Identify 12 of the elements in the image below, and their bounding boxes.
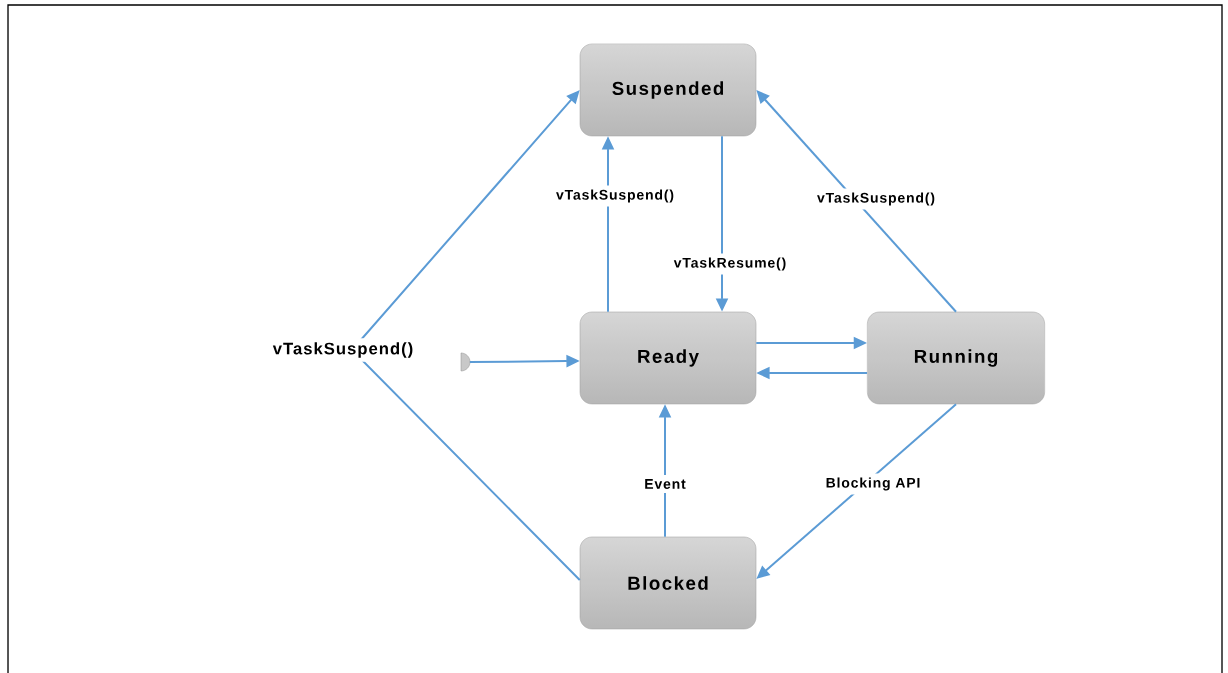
edge-label: vTaskResume() xyxy=(669,253,791,275)
state-box: Ready xyxy=(579,311,757,405)
start-marker xyxy=(460,352,471,372)
edge-label: vTaskSuspend() xyxy=(813,188,939,210)
edge-label: vTaskSuspend() xyxy=(268,338,418,362)
edge-label: Blocking API xyxy=(821,473,925,495)
edge-label: Event xyxy=(640,475,690,493)
arrow xyxy=(756,90,957,313)
state-box: Running xyxy=(867,311,1045,405)
state-box: Suspended xyxy=(579,43,757,137)
state-box: Blocked xyxy=(579,536,757,630)
edge-label: vTaskSuspend() xyxy=(552,185,678,207)
